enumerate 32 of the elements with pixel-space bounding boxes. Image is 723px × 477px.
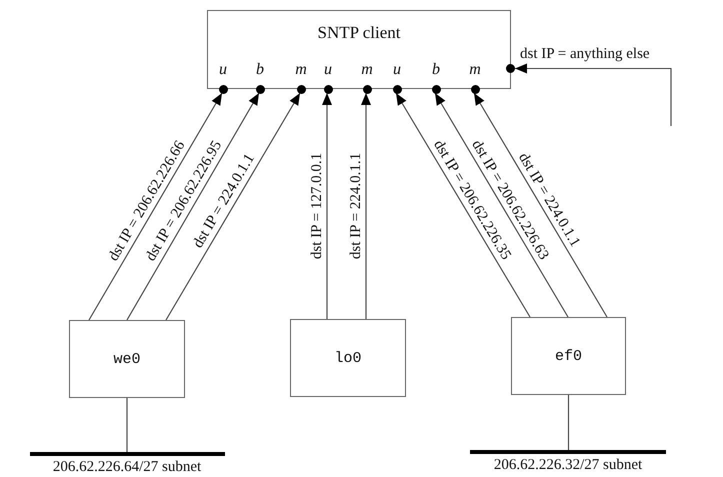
interface-label: we0 [113,350,140,368]
arrow [515,64,672,126]
subnet-label: 206.62.226.32/27 subnet [494,457,642,474]
arrow [126,92,260,320]
socket-letter: m [295,61,307,79]
socket-letter: b [256,61,264,79]
interface-box [290,319,406,397]
edge-label: dst IP = anything else [520,46,650,62]
edge-label: dst IP = 127.0.0.1 [309,152,325,260]
client-label: SNTP client [318,23,400,43]
interface-box [511,317,626,395]
socket-letter: u [324,61,332,79]
arrow [434,92,568,318]
connector-line [568,395,570,450]
arrow [166,92,300,320]
arrow [322,93,332,319]
arrow [396,92,530,318]
subnet-label: 206.62.226.64/27 subnet [52,459,202,476]
socket-letter: u [219,61,227,79]
arrow [88,92,222,320]
socket-letter: b [432,61,440,79]
edge-label: dst IP = 224.0.1.1 [348,152,364,260]
interface-label: lo0 [334,350,362,366]
socket-letter: u [393,61,401,79]
socket-letter: m [469,61,481,79]
arrow [361,93,371,319]
arrow [474,92,608,318]
socket-letter: m [361,61,373,79]
connector-line [126,398,128,452]
socket-dot [506,64,515,73]
interface-box [69,320,185,398]
interface-label: ef0 [554,348,582,364]
